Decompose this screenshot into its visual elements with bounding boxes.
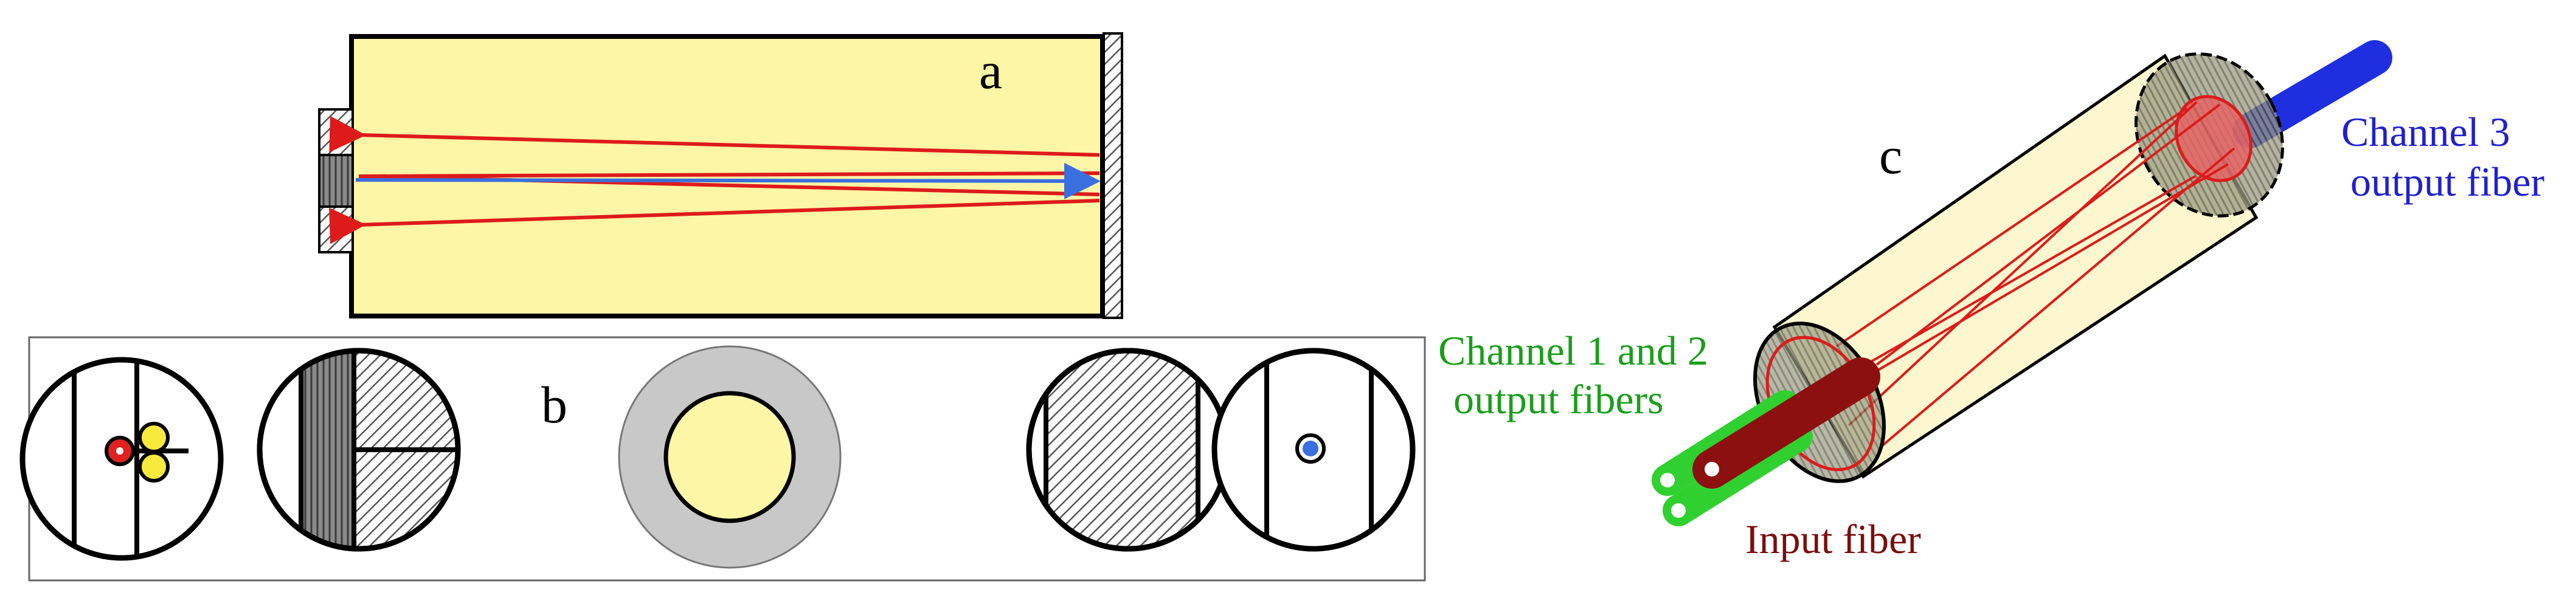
- input-fiber-label: Input fiber: [1745, 516, 1921, 562]
- end-face-input: [19, 357, 224, 561]
- input-mount-bottom: [318, 205, 354, 253]
- end-face-mount: [257, 348, 461, 552]
- cavity-cross-section: [618, 345, 842, 569]
- ray-red: [358, 171, 1100, 178]
- panel-c: c Channel 3 output fiber Channel 1 and 2…: [1438, 40, 2545, 562]
- panel-label-b: b: [541, 376, 567, 434]
- channel-12-label: output fibers: [1453, 376, 1664, 422]
- output-fiber-core: [138, 422, 170, 453]
- ray-blue: [355, 162, 1101, 199]
- input-mount-core: [318, 154, 354, 208]
- channel-3-label: output fiber: [2350, 159, 2545, 205]
- output-fiber-core: [138, 451, 170, 483]
- end-mirror: [1103, 32, 1123, 319]
- channel-12-label: Channel 1 and 2: [1438, 328, 1708, 374]
- channel-3-label: Channel 3: [2341, 109, 2510, 155]
- panel-a: a: [318, 32, 1123, 319]
- input-fiber: [1692, 357, 1880, 489]
- end-face-mirror-mount: [1026, 348, 1230, 552]
- far-end-spot: [2175, 95, 2252, 182]
- panel-label-a: a: [979, 41, 1002, 100]
- ray-red: [329, 115, 1100, 157]
- panel-b: b: [19, 336, 1426, 582]
- input-mount-top: [318, 108, 354, 156]
- end-face-output: [1211, 348, 1416, 552]
- cavity-rays: [1823, 101, 2235, 449]
- panel-label-c: c: [1879, 126, 1902, 185]
- ray-red: [329, 199, 1100, 244]
